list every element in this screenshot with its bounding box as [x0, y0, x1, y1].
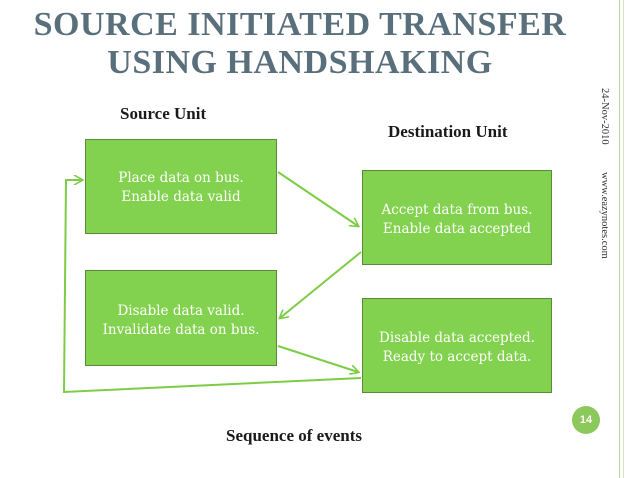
box-accept-data: Accept data from bus. Enable data accept… [362, 170, 552, 265]
box-place-data-line1: Place data on bus. [118, 170, 244, 186]
source-unit-heading: Source Unit [120, 104, 207, 123]
arrow-disable-valid-to-disable-accepted [277, 345, 358, 372]
rail-line-secondary [623, 0, 624, 478]
box-place-data: Place data on bus. Enable data valid [85, 139, 277, 234]
title-line-2: USING HANDSHAKING [107, 44, 493, 81]
box-disable-accepted-line2: Ready to accept data. [382, 349, 532, 365]
arrow-place-to-accept [277, 171, 358, 226]
box-disable-accepted: Disable data accepted. Ready to accept d… [362, 298, 552, 393]
sequence-caption: Sequence of events [226, 426, 362, 445]
box-disable-valid-line1: Disable data valid. [117, 303, 245, 319]
title-line-1: SOURCE INITIATED TRANSFER [33, 6, 567, 43]
box-place-data-line2: Enable data valid [121, 189, 241, 205]
box-disable-accepted-line1: Disable data accepted. [379, 330, 535, 346]
decorative-rail [611, 0, 638, 478]
box-disable-valid-line2: Invalidate data on bus. [102, 322, 260, 338]
destination-unit-heading: Destination Unit [388, 122, 508, 141]
arrow-accept-to-disable-valid [280, 251, 362, 318]
box-accept-data-line2: Enable data accepted [382, 221, 532, 237]
arrow-return-loop [62, 180, 362, 394]
box-disable-valid: Disable data valid. Invalidate data on b… [85, 270, 277, 366]
box-accept-data-line1: Accept data from bus. [381, 202, 533, 218]
slide-title: SOURCE INITIATED TRANSFER USING HANDSHAK… [20, 6, 580, 82]
rail-line [619, 0, 620, 478]
slide-number-badge: 14 [572, 406, 600, 434]
